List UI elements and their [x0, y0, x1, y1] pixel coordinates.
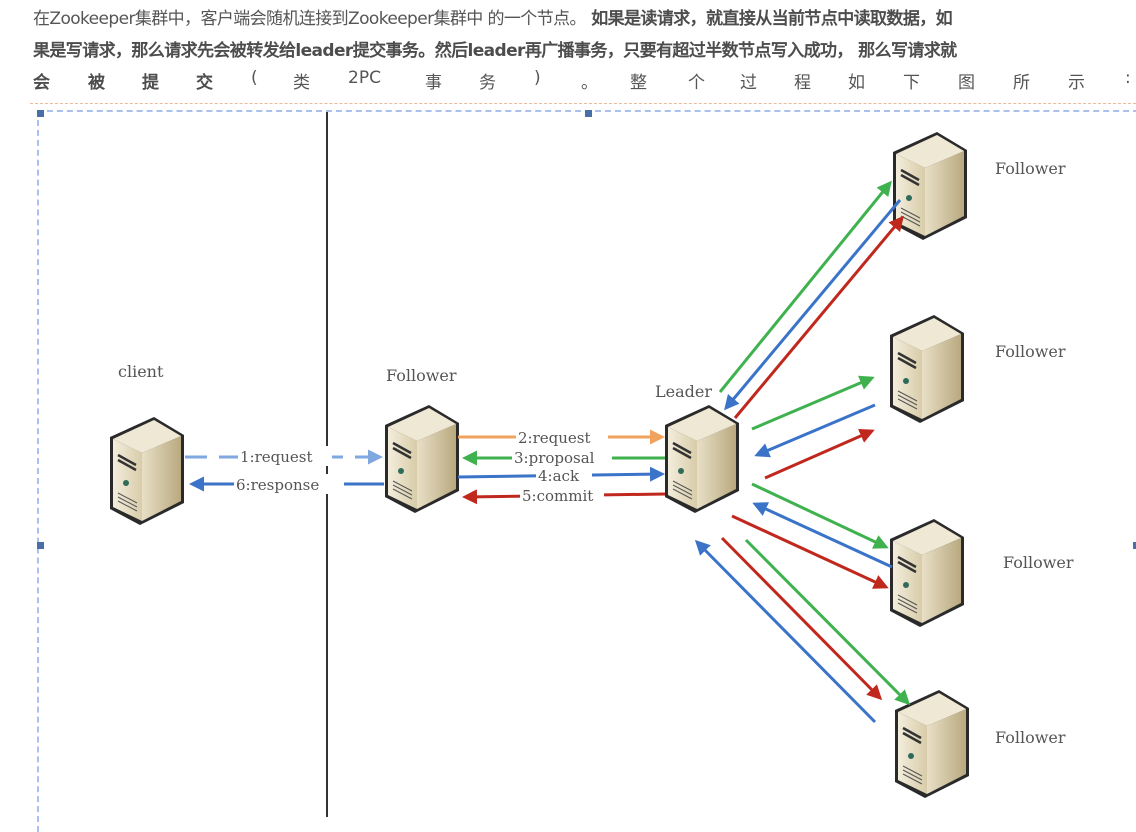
client-label: client	[118, 362, 164, 381]
paragraph-token: 程	[794, 73, 811, 93]
arrow-commit-f2	[764, 428, 875, 480]
arrow-proposal-f3	[751, 482, 889, 549]
paragraph-token: 所	[1013, 73, 1030, 93]
resize-handle-middle-right[interactable]	[1133, 542, 1136, 549]
paragraph-line-1: 在Zookeeper集群中，客户端会随机连接到Zookeeper集群中 的一个节…	[33, 4, 953, 29]
follower-2-label: Follower	[995, 342, 1066, 361]
paragraph-token: 提	[142, 73, 159, 93]
paragraph-token: 被	[88, 73, 105, 93]
leader-label: Leader	[655, 382, 712, 401]
paragraph-token: 2PC	[348, 68, 381, 88]
follower-1-label: Follower	[995, 159, 1066, 178]
resize-handle-top-middle[interactable]	[585, 110, 592, 117]
paragraph-token: (	[251, 68, 258, 88]
follower-3-server-icon	[888, 517, 966, 629]
arrow-commit-f3	[731, 514, 889, 589]
paragraph-token: 类	[293, 73, 310, 93]
resize-handle-top-left[interactable]	[37, 110, 44, 117]
arrow-ack-f3	[752, 502, 893, 569]
arrow-proposal-f4	[744, 538, 911, 706]
paragraph-token: )	[534, 68, 541, 88]
follower-local-server-icon	[383, 403, 461, 515]
paragraph-token: :	[1125, 68, 1131, 88]
label-6-response: 6:response	[236, 476, 319, 494]
label-1-request: 1:request	[240, 448, 313, 466]
paragraph-token: 务	[479, 73, 496, 93]
paragraph-token: 过	[740, 73, 757, 93]
paragraph-token: 图	[958, 73, 975, 93]
paragraph-bold-text: 如果是读请求，就直接从当前节点中读取数据，如	[585, 9, 953, 29]
paragraph-line-2: 果是写请求，那么请求先会被转发给leader提交事务。然后leader再广播事务…	[33, 41, 957, 61]
follower-4-server-icon	[893, 688, 971, 800]
paragraph-token: 示	[1068, 73, 1085, 93]
paragraph-token: 下	[903, 73, 920, 93]
arrow-commit-f4	[720, 536, 883, 701]
paragraph-token: 整	[630, 73, 647, 93]
resize-handle-middle-left[interactable]	[37, 542, 44, 549]
paragraph-token: 事	[425, 73, 442, 93]
follower-3-label: Follower	[1003, 553, 1074, 572]
paragraph-token: 。	[581, 73, 598, 93]
client-server-icon	[108, 415, 186, 527]
arrow-ack-f4	[694, 539, 877, 724]
label-5-commit: 5:commit	[522, 487, 593, 505]
arrow-ack-f2	[754, 403, 876, 458]
paragraph-token: 如	[848, 73, 865, 93]
paragraph-line-3: 会 被 提 交 ( 类 2PC 事 务) 。 整 个 过 程 如 下 图 所 示:	[33, 68, 1136, 94]
paragraph-token: 交	[196, 73, 213, 93]
follower-2-server-icon	[888, 313, 966, 425]
arrow-proposal-f1	[718, 180, 892, 393]
arrow-ack-f1	[724, 199, 902, 411]
paragraph-normal-text: 在Zookeeper集群中，客户端会随机连接到Zookeeper集群中 的一个节…	[33, 9, 587, 29]
paragraph-token: 会	[33, 73, 50, 93]
arrow-commit-f1	[733, 215, 904, 419]
label-3-proposal: 3:proposal	[514, 449, 595, 467]
paragraph-token: 个	[688, 73, 705, 93]
arrow-proposal-f2	[751, 375, 875, 431]
text-underline	[30, 103, 1136, 104]
follower-4-label: Follower	[995, 728, 1066, 747]
label-2-request: 2:request	[518, 429, 591, 447]
leader-server-icon	[663, 403, 741, 515]
label-4-ack: 4:ack	[538, 467, 580, 485]
follower-1-server-icon	[891, 130, 969, 242]
follower-local-label: Follower	[386, 366, 457, 385]
